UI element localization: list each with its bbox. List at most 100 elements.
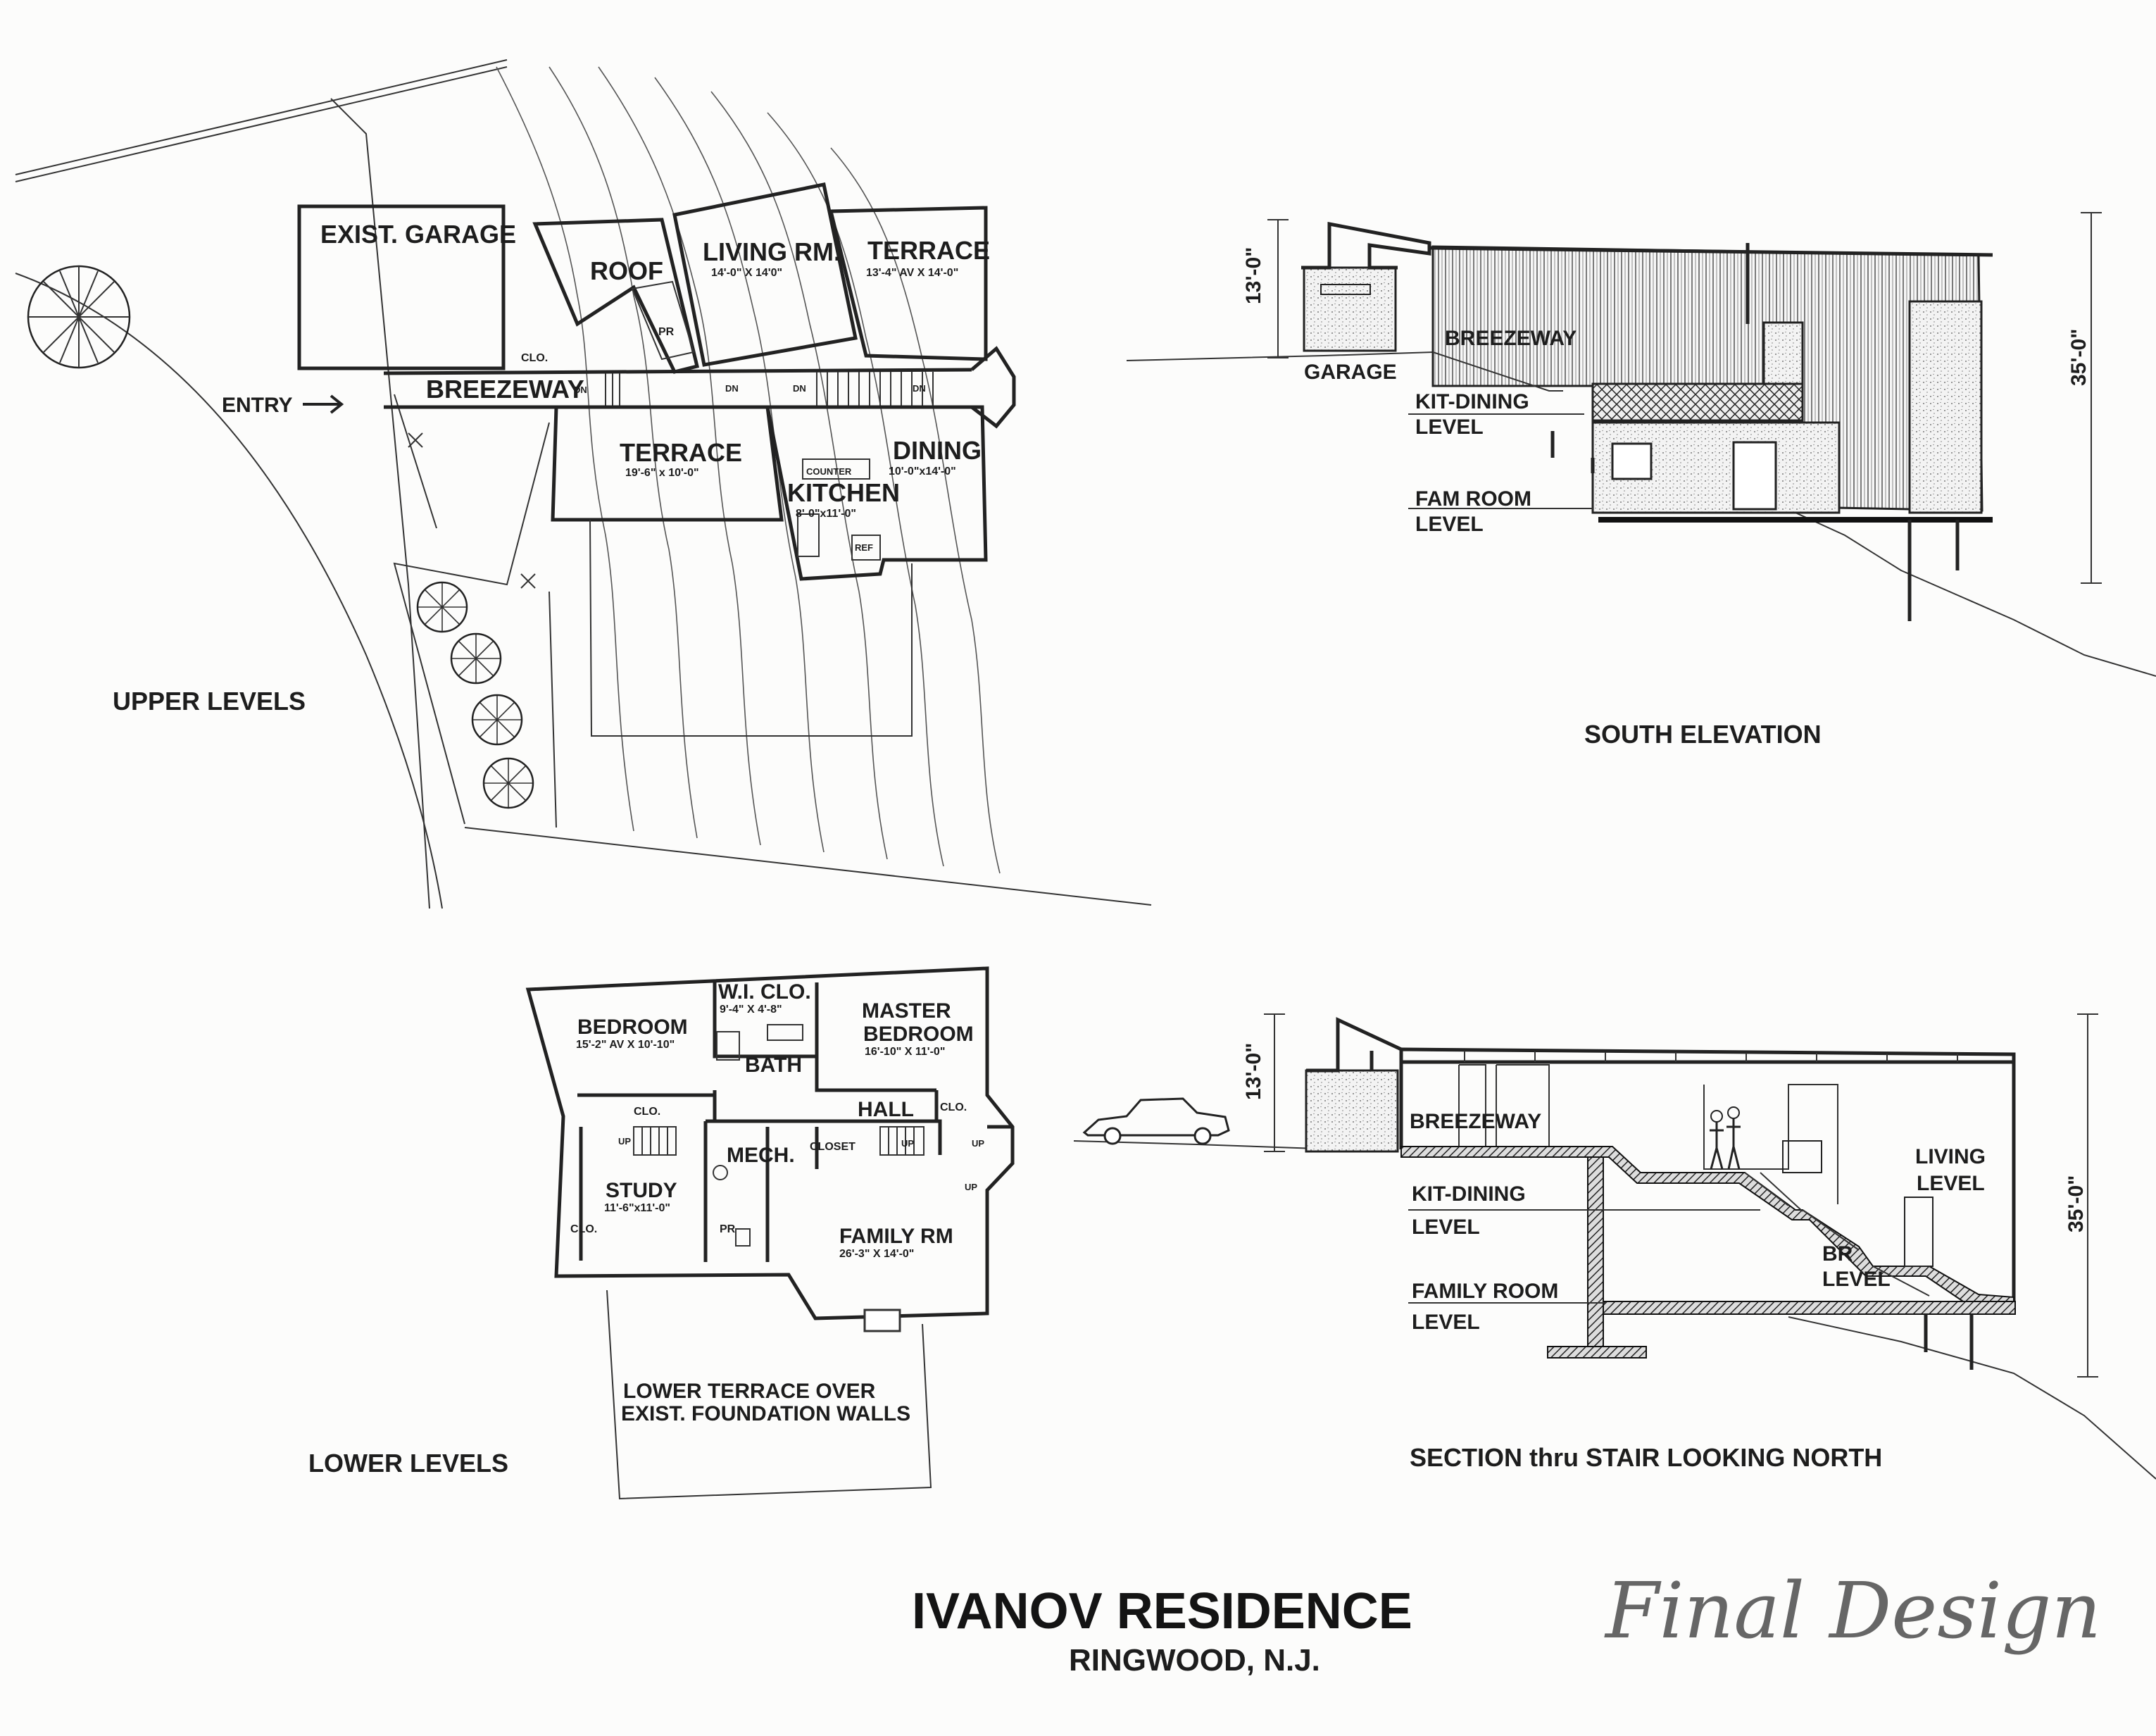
- label-upper-clo: CLO.: [521, 352, 548, 364]
- upper-levels-plan: EXIST. GARAGE ROOF LIVING RM. 14'-0" X 1…: [15, 59, 1152, 909]
- lower-label-bedroom: BEDROOM: [577, 1016, 688, 1039]
- label-dn-4: DN: [913, 383, 926, 394]
- section-roof: [1399, 1047, 2016, 1306]
- road-curve: [15, 273, 443, 909]
- deck-railing: [1591, 382, 1804, 422]
- entry-arrow-icon: [303, 394, 344, 414]
- section-posts: [1924, 1314, 1974, 1370]
- fridge-outline: [851, 535, 881, 561]
- section-family-slab: [1603, 1301, 2016, 1315]
- bath-vanity: [767, 1024, 803, 1041]
- section-thru-stair: 13'-0" 35'-0" BREEZEWAY KIT-DINING LEVEL…: [1073, 1013, 2156, 1480]
- range-outline: [797, 513, 820, 557]
- sheet-title: IVANOV RESIDENCE: [912, 1583, 1412, 1640]
- kitchen-dining-outline: [765, 405, 988, 581]
- dim-line-35ft: [2081, 212, 2102, 584]
- caption-upper-levels: UPPER LEVELS: [113, 687, 306, 716]
- terrace-lower-outline: [551, 405, 784, 522]
- lower-plan-outline: [525, 966, 1015, 1320]
- section-garage: [1305, 1069, 1399, 1153]
- lower-label-study: STUDY: [606, 1179, 677, 1202]
- label-counter: COUNTER: [806, 466, 852, 477]
- lower-label-clo-c: CLO.: [570, 1223, 597, 1235]
- elev-label-breezeway: BREEZEWAY: [1445, 327, 1577, 350]
- elev-label-kit1: KIT-DINING: [1415, 390, 1529, 413]
- lower-label-wi-clo: W.I. CLO.: [718, 980, 811, 1004]
- section-dim-35: [2077, 1013, 2098, 1378]
- label-roof: ROOF: [590, 256, 663, 285]
- lower-levels-plan: BEDROOM 15'-2" AV X 10'-10" W.I. CLO. 9'…: [308, 966, 1015, 1500]
- elev-door: [1732, 441, 1777, 511]
- section-footing: [1547, 1346, 1647, 1359]
- lower-label-clo-b: CLO.: [940, 1101, 967, 1113]
- lower-label-terrace-2: EXIST. FOUNDATION WALLS: [621, 1402, 910, 1425]
- lower-terrace-outline: [606, 1289, 932, 1500]
- lower-label-master-2: BEDROOM: [863, 1023, 974, 1046]
- south-elevation: 13'-0" 35'-0" BREEZEWAY GARAGE KIT-DININ…: [1126, 212, 2156, 749]
- garage-outline: [297, 204, 506, 370]
- dim-line-13ft: [1267, 219, 1289, 358]
- lower-label-closet: CLOSET: [810, 1141, 855, 1153]
- label-dining: DINING: [893, 436, 982, 465]
- handwritten-note: Final Design: [1604, 1566, 2101, 1656]
- stair-bay: [970, 346, 1016, 429]
- elev-label-garage: GARAGE: [1304, 361, 1397, 384]
- label-dn-2: DN: [725, 383, 739, 394]
- section-label-breezeway: BREEZEWAY: [1410, 1110, 1541, 1133]
- label-kitchen-dim: 8'-0"x11'-0": [796, 508, 856, 520]
- section-dim-13: [1264, 1013, 1285, 1152]
- label-breezeway: BREEZEWAY: [426, 375, 584, 404]
- elev-dim-13: 13'-0": [1242, 247, 1265, 304]
- lower-label-terrace-1: LOWER TERRACE OVER: [623, 1380, 876, 1403]
- garage-vents: [1320, 284, 1371, 295]
- roof-edge: [1429, 246, 1993, 257]
- garage-roof: [1301, 221, 1431, 270]
- label-dining-dim: 10'-0"x14'-0": [889, 466, 956, 477]
- mech-equipment: [713, 1165, 728, 1180]
- lower-label-hall: HALL: [858, 1098, 914, 1121]
- elev-support-posts: [1550, 431, 1960, 621]
- label-ref: REF: [855, 542, 873, 553]
- living-room-outline: [672, 182, 858, 367]
- lower-label-master-dim: 16'-10" X 11'-0": [865, 1046, 945, 1058]
- lower-label-wi-clo-dim: 9'-4" X 4'-8": [720, 1004, 782, 1016]
- section-window: [1904, 1197, 1933, 1267]
- lower-stairs-right: [879, 1126, 925, 1156]
- fireplace-hearth: [863, 1309, 901, 1332]
- tree-symbol: [27, 265, 131, 369]
- label-dn-1: DN: [574, 385, 587, 395]
- garage-elevation: [1303, 266, 1397, 352]
- label-terrace-lower-dim: 19'-6" x 10'-0": [625, 467, 699, 479]
- powder-room-outline: [631, 280, 695, 361]
- lower-label-pr: PR: [720, 1223, 736, 1235]
- caption-south-elevation: SOUTH ELEVATION: [1584, 720, 1822, 749]
- lower-label-up-3: UP: [972, 1138, 984, 1149]
- property-line-south: [464, 827, 1152, 906]
- section-label-family1: FAMILY ROOM: [1412, 1280, 1558, 1303]
- lower-footprint: [589, 519, 913, 737]
- label-kitchen: KITCHEN: [787, 478, 900, 507]
- elev-window: [1611, 442, 1653, 480]
- breezeway-stairs: [605, 372, 934, 407]
- lower-stairs-left: [633, 1126, 677, 1156]
- elev-dim-35: 35'-0": [2067, 329, 2091, 386]
- lower-label-up-2: UP: [901, 1138, 914, 1149]
- lower-label-clo-a: CLO.: [634, 1106, 660, 1118]
- shrubs: [416, 581, 534, 809]
- car-icon: [1082, 1097, 1230, 1145]
- lower-label-family-dim: 26'-3" X 14'-0": [839, 1248, 914, 1260]
- label-living-dim: 14'-0" X 14'0": [711, 267, 782, 279]
- section-garage-roof: [1306, 1017, 1403, 1073]
- walk-x-mark: [408, 432, 536, 589]
- lower-label-up-4: UP: [965, 1182, 977, 1192]
- title-block: IVANOV RESIDENCE RINGWOOD, N.J. Final De…: [912, 1566, 2101, 1678]
- lower-label-bath: BATH: [745, 1054, 802, 1077]
- lower-label-study-dim: 11'-6"x11'-0": [604, 1202, 670, 1214]
- section-label-kit1: KIT-DINING: [1412, 1182, 1526, 1206]
- section-retaining-wall: [1587, 1156, 1604, 1355]
- property-line-north: [15, 59, 508, 182]
- caption-lower-levels: LOWER LEVELS: [308, 1449, 508, 1478]
- elev-slope: [1432, 351, 1563, 392]
- driveway-edge: [330, 98, 430, 909]
